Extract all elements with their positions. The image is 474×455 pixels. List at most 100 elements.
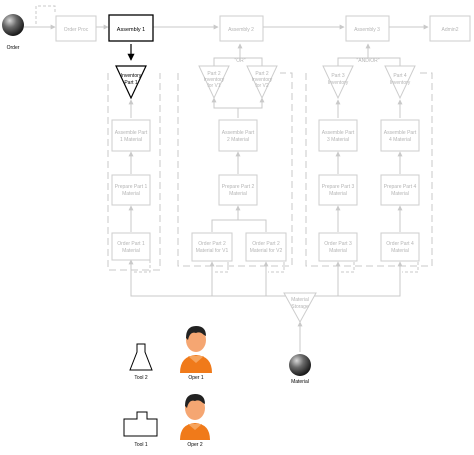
inventory-part1[interactable]: Inventory Part 1 [115,44,147,100]
loop-order1 [134,260,151,273]
node-assembly2[interactable]: Assembly 2 [219,15,264,42]
operator-person-icon [180,326,212,373]
order-source[interactable]: Order [2,14,24,51]
edge-inv4-assembly3 [368,57,401,66]
edge-order2a-up [211,206,239,232]
node-order-part2-v2[interactable]: Order Part 2 Material for V2 [245,232,287,262]
inventory-part4[interactable]: Part 4 Inventory [384,65,416,100]
order-label: Order [7,45,20,51]
node-prepare-part1[interactable]: Prepare Part 1 Material [111,174,151,206]
connectors [24,5,433,352]
node-order-proc[interactable]: Order Proc [55,15,97,42]
svg-text:Material for V2: Material for V2 [250,248,283,254]
node-prepare-part3[interactable]: Prepare Part 3 Material [318,174,358,206]
edge-storage-order2a [209,261,300,297]
svg-text:Prepare Part 3: Prepare Part 3 [322,184,355,190]
edge-assemble2-inv2b [238,97,265,109]
svg-text:Prepare Part 4: Prepare Part 4 [384,184,417,190]
svg-text:Order Part 3: Order Part 3 [324,241,352,247]
svg-text:Material: Material [291,297,309,303]
inventory-part3[interactable]: Part 3 Inventory [322,65,354,100]
svg-text:Part 4: Part 4 [393,73,407,79]
node-admin2[interactable]: Admin2 [429,15,471,42]
svg-text:Prepare Part 1: Prepare Part 1 [115,184,148,190]
svg-text:Assembly 3: Assembly 3 [354,27,380,33]
svg-text:Material: Material [229,191,247,197]
svg-text:Order Part 4: Order Part 4 [386,241,414,247]
svg-text:Inventory: Inventory [121,73,142,79]
svg-text:Assemble Part: Assemble Part [322,130,355,136]
material-sphere-icon [289,354,311,376]
node-prepare-part4[interactable]: Prepare Part 4 Material [380,174,420,206]
andor-label: "AND/OR" [357,58,380,64]
node-assemble-part4[interactable]: Assemble Part 4 Material [380,119,420,152]
edge-loop-top [35,5,56,24]
resource-oper1[interactable]: Oper 1 [180,326,212,381]
storage-triangle-icon [283,292,317,324]
svg-text:Material: Material [391,248,409,254]
svg-text:Oper 1: Oper 1 [188,375,204,381]
svg-text:Inventory: Inventory [252,77,273,83]
edge-assemble2-inv2a [211,97,239,118]
svg-text:Order Part 2: Order Part 2 [198,241,226,247]
svg-text:Material for V1: Material for V1 [196,248,229,254]
svg-text:Order Part 2: Order Part 2 [252,241,280,247]
inventory-part2-v2[interactable]: Part 2 Inventory for V2 [246,65,278,100]
svg-text:Order Proc: Order Proc [64,27,89,33]
group-part34-frame [305,72,433,267]
node-assemble-part3[interactable]: Assemble Part 3 Material [318,119,358,152]
node-assembly1[interactable]: Assembly 1 [108,14,154,42]
node-assemble-part1[interactable]: Assemble Part 1 Material [111,119,151,152]
or-label: "OR" [234,58,245,64]
loop-order4 [402,262,419,273]
svg-text:Inventory: Inventory [204,77,225,83]
edge-inv3-assembly3 [337,43,371,66]
edge-storage-order3 [300,261,341,297]
inventory-part2-v1[interactable]: Part 2 Inventory for V1 [198,65,230,100]
flask-icon [129,343,153,371]
resource-oper2[interactable]: Oper 2 [180,394,210,448]
svg-text:Oper 2: Oper 2 [187,442,203,448]
svg-text:Material: Material [122,248,140,254]
svg-text:4 Material: 4 Material [389,137,411,143]
svg-text:Admin2: Admin2 [442,27,459,33]
resource-tool1[interactable]: Tool 1 [123,411,158,448]
svg-text:2 Material: 2 Material [227,137,249,143]
node-prepare-part2[interactable]: Prepare Part 2 Material [218,174,258,206]
svg-text:3 Material: 3 Material [327,137,349,143]
svg-text:for V1: for V1 [207,83,221,89]
svg-text:Assembly 1: Assembly 1 [117,27,145,33]
node-order-part2-v1[interactable]: Order Part 2 Material for V1 [191,232,233,262]
resource-tool2[interactable]: Tool 2 [129,343,153,381]
svg-text:Assemble Part: Assemble Part [115,130,148,136]
edge-inv2a-assembly2 [213,43,243,66]
node-order-part1[interactable]: Order Part 1 Material [111,232,151,261]
edge-order2b-up [238,219,267,232]
svg-text:Assemble Part: Assemble Part [384,130,417,136]
node-assembly3[interactable]: Assembly 3 [345,15,390,42]
svg-text:Assembly 2: Assembly 2 [228,27,254,33]
svg-text:Assemble Part: Assemble Part [222,130,255,136]
svg-text:Prepare Part 2: Prepare Part 2 [222,184,255,190]
svg-text:Part 2: Part 2 [207,71,221,77]
svg-text:Order Part 1: Order Part 1 [117,241,145,247]
svg-text:Material: Material [329,191,347,197]
material-label: Material [291,379,309,385]
node-order-part4[interactable]: Order Part 4 Material [380,232,420,262]
node-order-part3[interactable]: Order Part 3 Material [318,232,358,262]
svg-text:Tool 1: Tool 1 [134,442,148,448]
svg-text:Material: Material [329,248,347,254]
svg-text:Tool 2: Tool 2 [134,375,148,381]
svg-text:for V2: for V2 [255,83,269,89]
loop-order2a [214,262,229,273]
svg-text:Part 3: Part 3 [331,73,345,79]
material-storage[interactable]: Material Storage [283,292,317,324]
node-assemble-part2[interactable]: Assemble Part 2 Material [218,119,258,152]
svg-text:1 Material: 1 Material [120,137,142,143]
operator-person-icon [180,394,210,440]
svg-text:Material: Material [122,191,140,197]
svg-text:Material: Material [391,191,409,197]
group-part1-frame [107,73,161,271]
material-source[interactable]: Material [289,354,311,385]
